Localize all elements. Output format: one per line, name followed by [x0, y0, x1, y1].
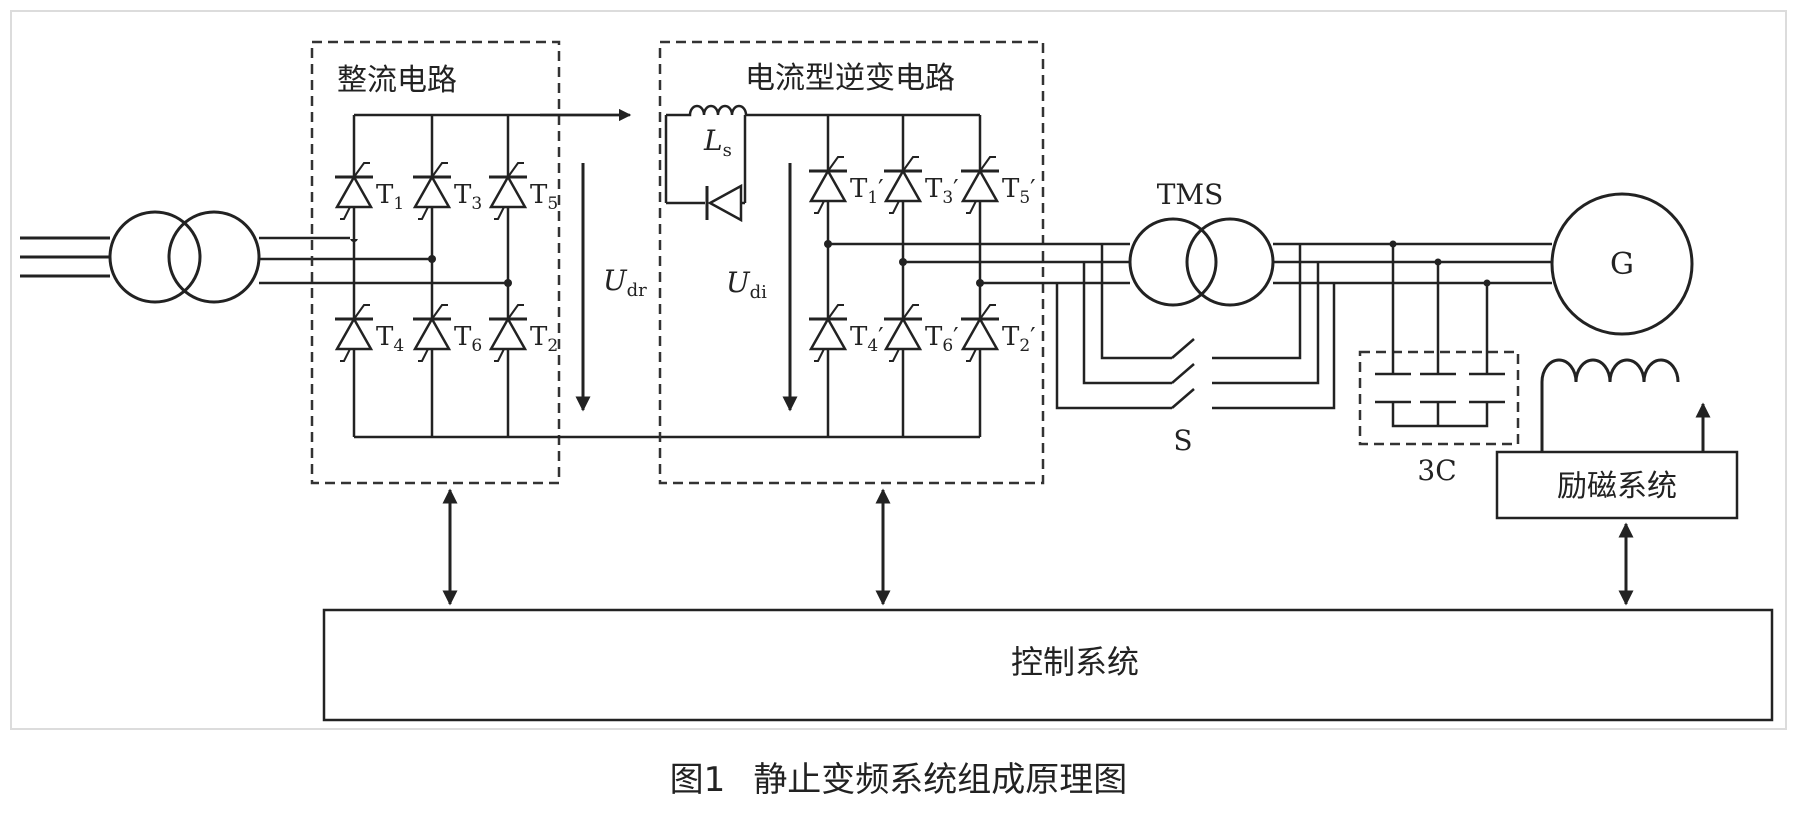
- inverter-thyristor-3: T4′: [808, 289, 884, 381]
- capacitor-taps: [1389, 240, 1491, 287]
- inverter-thyristor-4: T6′: [883, 289, 959, 381]
- inverter-thyristor-label-5: T2′: [1002, 322, 1036, 356]
- rectifier-thyristor-4: T6: [412, 289, 482, 381]
- figure-frame: [10, 10, 1787, 730]
- rectifier-thyristor-label-0: T1: [376, 180, 404, 214]
- bypass-lines: [1055, 244, 1336, 410]
- capacitor-bank: [1375, 244, 1505, 428]
- figure-caption: 图1 静止变频系统组成原理图: [0, 752, 1797, 801]
- figure-number: 图1: [669, 760, 726, 800]
- control-label: 控制系统: [1011, 643, 1139, 681]
- rectifier-thyristor-label-2: T5: [530, 180, 558, 214]
- tms-output-lines: [1273, 242, 1552, 285]
- inverter-thyristor-label-1: T3′: [925, 174, 959, 208]
- generator: [1550, 192, 1694, 336]
- capacitor-box: [1358, 350, 1520, 446]
- switch-label: S: [1173, 424, 1192, 457]
- rectifier-title: 整流电路: [337, 63, 457, 98]
- control-box: [322, 608, 1774, 722]
- rectifier-box: [310, 40, 561, 485]
- inverter-title: 电流型逆变电路: [745, 61, 955, 96]
- rectifier-thyristor-2: T5: [488, 147, 558, 239]
- excitation-box: [1495, 450, 1739, 520]
- udi-label: Udi: [726, 266, 767, 303]
- ls-label: Ls: [703, 124, 732, 161]
- input-lines: [20, 236, 110, 278]
- rectifier-thyristor-1: T3: [412, 147, 482, 239]
- inverter-thyristor-1: T3′: [883, 141, 959, 233]
- rectifier-thyristor-label-3: T4: [376, 322, 404, 356]
- freewheel-diode: [705, 183, 743, 223]
- inverter-thyristor-label-3: T4′: [850, 322, 884, 356]
- input-transformer: [108, 210, 261, 304]
- rectifier-thyristor-5: T2: [488, 289, 558, 381]
- excitation-label: 励磁系统: [1557, 469, 1677, 504]
- transformer-to-rectifier-lines: [259, 236, 508, 285]
- tms-transformer: [1128, 217, 1275, 307]
- inverter-thyristor-label-2: T5′: [1002, 174, 1036, 208]
- inverter-box: [658, 40, 1045, 485]
- inverter-output-lines: [828, 242, 1130, 285]
- capacitor-label: 3C: [1417, 454, 1456, 487]
- rectifier-thyristor-label-1: T3: [454, 180, 482, 214]
- inverter-thyristor-5: T2′: [960, 289, 1036, 381]
- rectifier-thyristor-label-5: T2: [530, 322, 558, 356]
- inverter-thyristor-0: T1′: [808, 141, 884, 233]
- rectifier-thyristor-3: T4: [334, 289, 404, 381]
- rectifier-thyristor-label-4: T6: [454, 322, 482, 356]
- generator-label: G: [1610, 247, 1634, 282]
- inverter-thyristor-2: T5′: [960, 141, 1036, 233]
- smoothing-inductor: [664, 104, 980, 205]
- udr-label: Udr: [603, 264, 647, 301]
- inverter-thyristor-label-0: T1′: [850, 174, 884, 208]
- tms-label: TMS: [1157, 178, 1224, 211]
- figure-title: 静止变频系统组成原理图: [753, 760, 1128, 800]
- inverter-thyristors: T1′ T3′ T5′ T4′ T6′ T2′: [808, 141, 1036, 381]
- inverter-thyristor-label-4: T6′: [925, 322, 959, 356]
- excitation-winding: [1540, 358, 1680, 452]
- rectifier-thyristor-0: T1: [334, 147, 404, 239]
